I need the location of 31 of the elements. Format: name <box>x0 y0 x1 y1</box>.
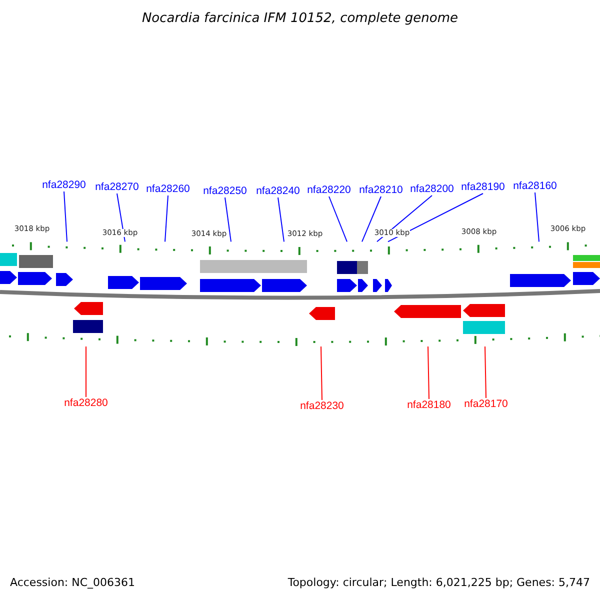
leader-line <box>362 196 382 242</box>
leader-line <box>224 197 232 242</box>
title: Nocardia farcinica IFM 10152, complete genome <box>140 12 460 25</box>
gene-label: nfa28290 <box>42 180 86 190</box>
leader-line <box>534 192 540 242</box>
gene-label: nfa28270 <box>95 182 139 192</box>
gene-label: nfa28220 <box>307 185 351 196</box>
leader-line <box>116 193 126 242</box>
gene-label: nfa28180 <box>407 400 451 410</box>
gene-label: nfa28160 <box>513 181 557 192</box>
footer-text: Topology: circular; Length: 6,021,225 bp; Genes: 5,747 <box>288 577 590 588</box>
leader-line <box>388 193 484 242</box>
gene-label: nfa28230 <box>300 401 344 412</box>
gene-label: nfa28190 <box>461 182 505 192</box>
tick-row <box>12 242 587 255</box>
leader-line <box>328 196 348 242</box>
gene-label: nfa28210 <box>359 185 403 196</box>
gene-label: nfa28240 <box>256 186 300 196</box>
leader-line <box>376 195 432 242</box>
leader-line <box>484 346 486 398</box>
leader-line <box>320 346 322 400</box>
leader-line <box>164 195 168 242</box>
gene-label: nfa28170 <box>464 399 508 410</box>
gene-label: nfa28250 <box>203 186 247 196</box>
gene-label: nfa28280 <box>64 398 108 408</box>
leader-line <box>64 191 68 242</box>
gene-label: nfa28260 <box>146 184 190 194</box>
leader-line <box>278 197 284 242</box>
leader-line <box>428 346 430 400</box>
footer-text: Accession: NC_006361 <box>10 577 136 588</box>
gene-label: nfa28200 <box>410 184 454 194</box>
